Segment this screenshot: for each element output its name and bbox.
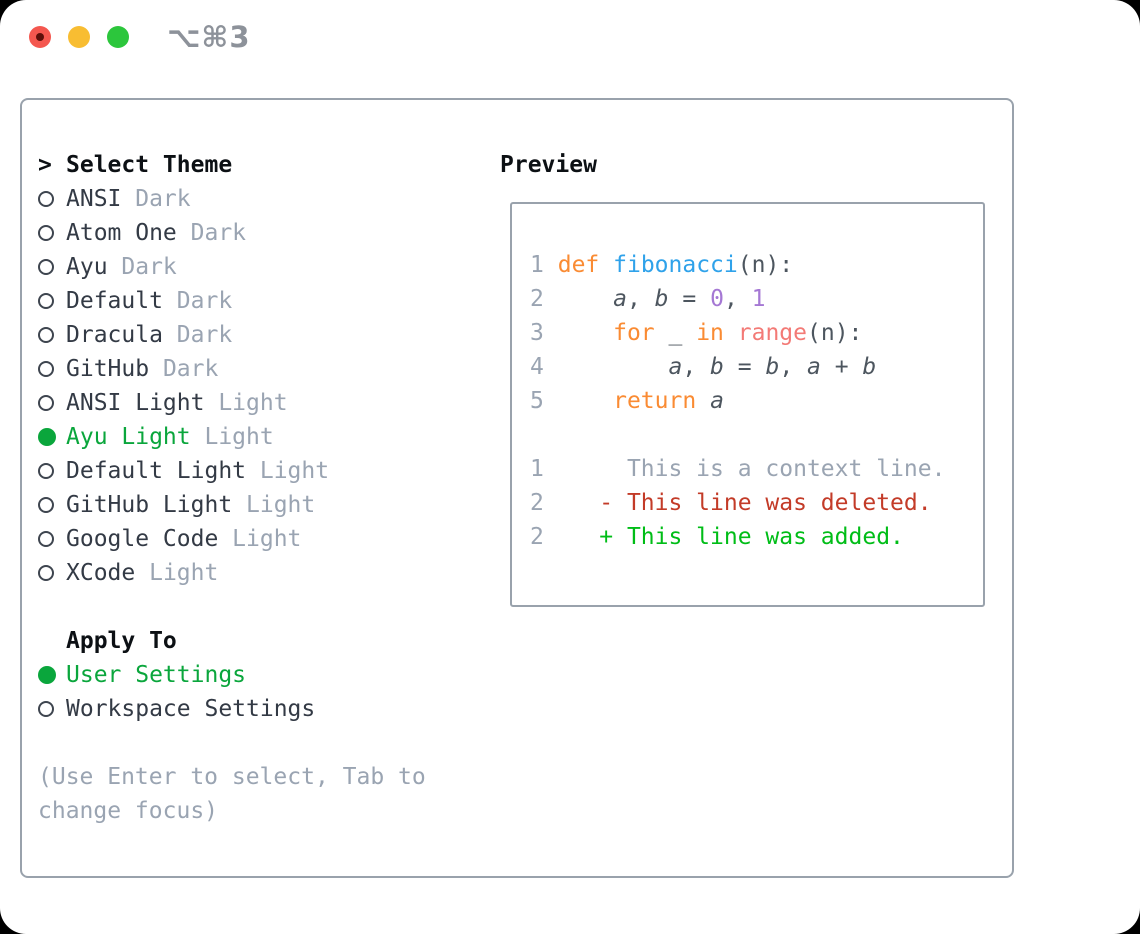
radio-icon: [38, 293, 54, 309]
diff-added-line: 2 + This line was added.: [530, 524, 904, 550]
apply-option-user-settings[interactable]: User Settings: [38, 658, 426, 692]
code-line: 2 a, b = 0, 1: [530, 286, 766, 312]
hint-text-line1: (Use Enter to select, Tab to: [38, 764, 426, 790]
code-line: 4 a, b = b, a + b: [530, 354, 877, 380]
radio-icon: [38, 701, 54, 717]
diff-context-line: 1 This is a context line.: [530, 456, 946, 482]
code-line-blank: [530, 418, 983, 452]
apply-option-workspace-settings[interactable]: Workspace Settings: [38, 692, 426, 726]
theme-variant-tag: Light: [246, 492, 316, 518]
radio-selected-icon: [38, 428, 56, 446]
theme-variant-tag: Light: [204, 424, 274, 450]
select-theme-heading: > Select Theme: [38, 148, 426, 182]
radio-icon: [38, 259, 54, 275]
close-dot-icon: [36, 33, 44, 41]
theme-variant-tag: Light: [149, 560, 219, 586]
radio-icon: [38, 225, 54, 241]
theme-variant-tag: Dark: [176, 322, 233, 348]
radio-icon: [38, 463, 54, 479]
theme-variant-tag: Dark: [190, 220, 247, 246]
select-theme-label: Select Theme: [66, 152, 233, 178]
close-button[interactable]: [29, 26, 51, 48]
theme-variant-tag: Light: [218, 390, 288, 416]
spacer: [38, 590, 426, 624]
minimize-button[interactable]: [68, 26, 90, 48]
spacer: [38, 726, 426, 760]
radio-icon: [38, 361, 54, 377]
radio-icon: [38, 565, 54, 581]
theme-variant-tag: Dark: [176, 288, 233, 314]
preview-heading: Preview: [500, 152, 597, 178]
theme-variant-tag: Dark: [135, 186, 191, 212]
hint-text-line2: change focus): [38, 798, 219, 824]
theme-variant-tag: Light: [259, 458, 330, 484]
diff-deleted-line: 2 - This line was deleted.: [530, 490, 932, 516]
preview-box: 1 def fibonacci(n): 2 a, b = 0, 1 3 for …: [510, 202, 985, 607]
theme-variant-tag: Dark: [162, 356, 219, 382]
radio-selected-icon: [38, 666, 56, 684]
line-number: 2: [530, 490, 544, 516]
theme-variant-tag: Dark: [121, 254, 177, 280]
radio-icon: [38, 497, 54, 513]
traffic-lights: [29, 26, 129, 48]
theme-variant-tag: Light: [232, 526, 302, 552]
line-number: 3: [530, 320, 544, 346]
code-line: 3 for _ in range(n):: [530, 320, 863, 346]
line-number: 2: [530, 524, 544, 550]
radio-icon: [38, 531, 54, 547]
radio-icon: [38, 191, 54, 207]
line-number: 5: [530, 388, 544, 414]
code-line: 5 return a: [530, 388, 724, 414]
radio-icon: [38, 395, 54, 411]
apply-to-heading: Apply To: [38, 624, 426, 658]
selection-pointer-icon: >: [38, 152, 52, 178]
window-title: ⌥⌘3: [167, 20, 251, 54]
line-number: 1: [530, 456, 544, 482]
line-number: 1: [530, 252, 544, 278]
code-line: 1 def fibonacci(n):: [530, 252, 794, 278]
line-number: 2: [530, 286, 544, 312]
zoom-button[interactable]: [107, 26, 129, 48]
apply-to-label: Apply To: [66, 628, 177, 654]
radio-icon: [38, 327, 54, 343]
line-number: 4: [530, 354, 544, 380]
